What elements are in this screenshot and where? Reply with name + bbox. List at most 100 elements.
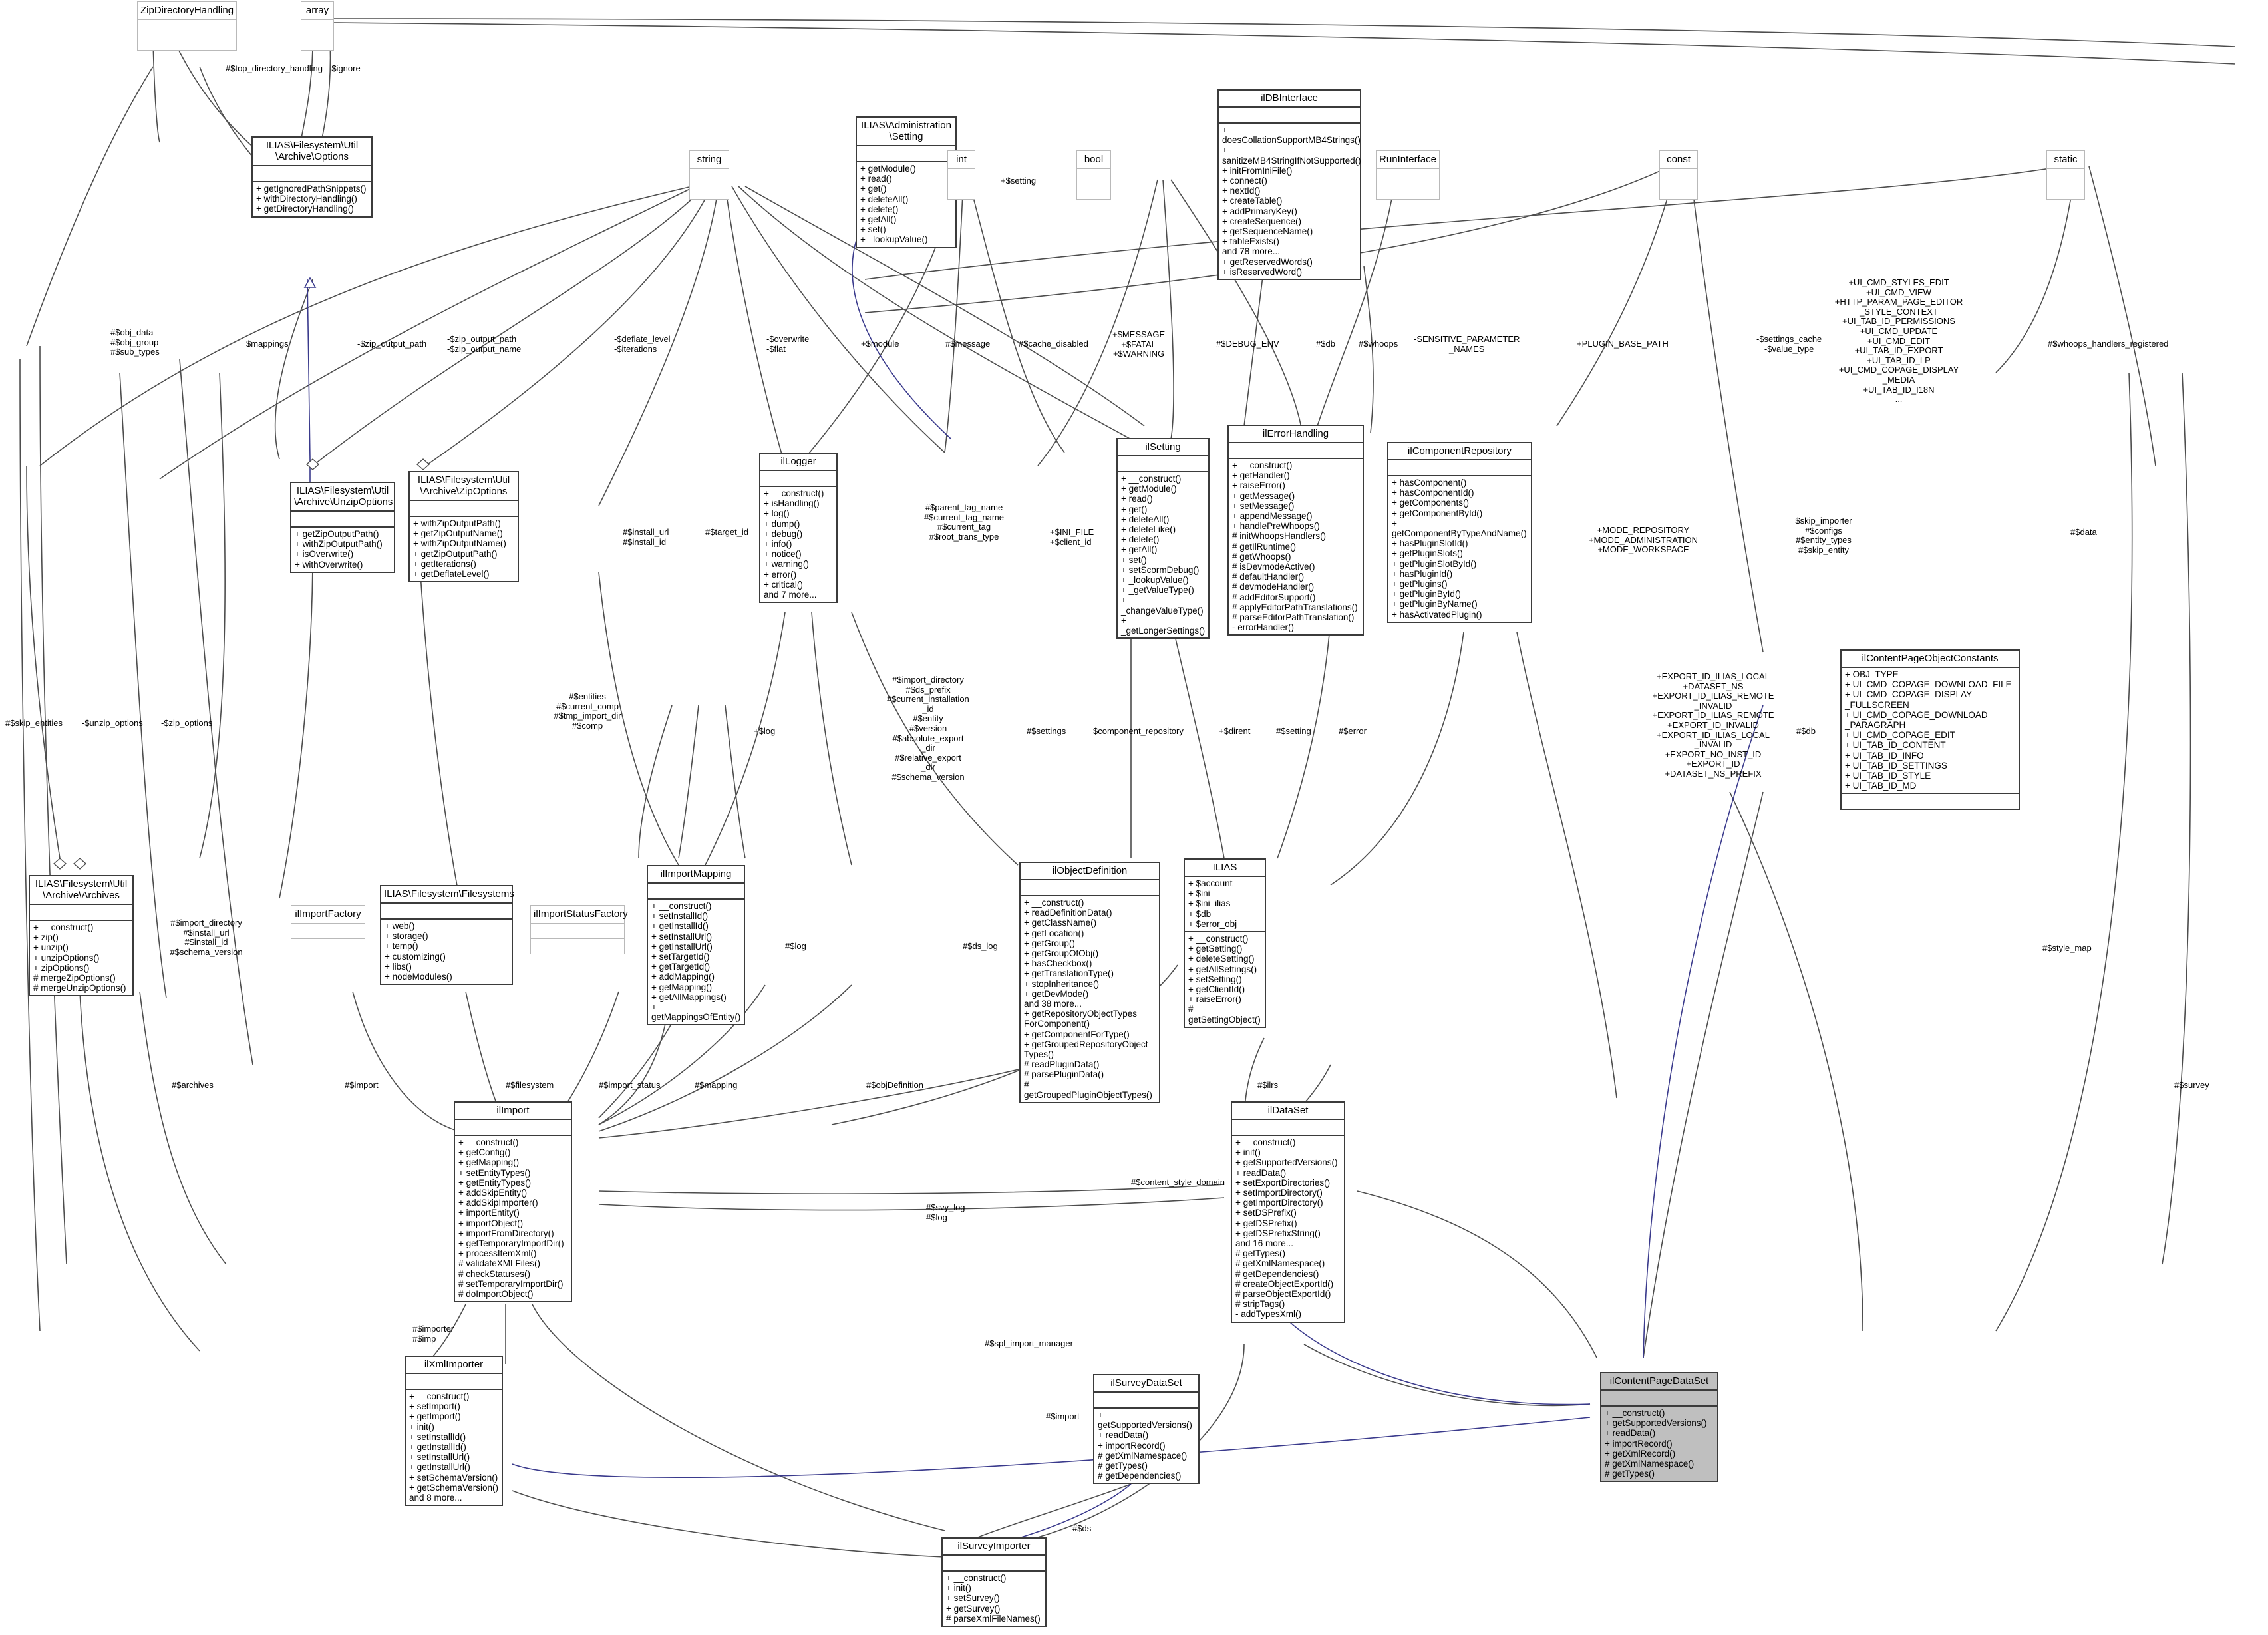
class-title: array (305, 5, 329, 16)
class-box-ilsurveydataset[interactable]: ilSurveyDataSet + getSupportedVersions()… (1093, 1374, 1200, 1485)
class-box-ilsetting[interactable]: ilSetting + __construct() + getModule() … (1116, 438, 1210, 639)
class-box-ilerrorhandling[interactable]: ilErrorHandling + __construct() + getHan… (1227, 425, 1364, 636)
operation: + __construct() (1121, 474, 1182, 484)
attribute: + $ini (1188, 888, 1210, 899)
edge-label: #$DEBUG_ENV (1216, 339, 1279, 349)
operation: + isOverwrite() (295, 549, 354, 560)
class-box-ildataset[interactable]: ilDataSet + __construct() + init() + get… (1231, 1101, 1345, 1323)
operation: # applyEditorPathTranslations() (1232, 602, 1358, 612)
class-operations: + __construct() + init() + getSupportedV… (1232, 1135, 1344, 1322)
operation: + getSupportedVersions() (1098, 1410, 1192, 1431)
operation: + get() (860, 184, 887, 194)
class-box-ilimportmapping[interactable]: ilImportMapping + __construct() + setIns… (647, 865, 745, 1026)
edge-label: #$import_directory #$ds_prefix #$current… (887, 675, 969, 782)
class-title: ilComponentRepository (1408, 445, 1512, 456)
class-box-archive-unzipoptions[interactable]: ILIAS\Filesystem\Util \Archive\UnzipOpti… (290, 482, 395, 573)
operation: + appendMessage() (1232, 511, 1313, 522)
class-box-bool[interactable]: bool (1076, 150, 1111, 200)
operation: + _changeValueType() (1121, 595, 1204, 616)
operation: + readDefinitionData() (1024, 908, 1112, 918)
class-title: ILIAS\Filesystem\Filesystems (384, 888, 514, 900)
class-box-ilias[interactable]: ILIAS + $account + $ini + $ini_ilias + $… (1184, 858, 1266, 1028)
edge-label: #$entities #$current_comp #$tmp_import_d… (554, 691, 621, 731)
class-title: ilDBInterface (1261, 92, 1318, 104)
operation: # doImportObject() (458, 1289, 534, 1300)
class-box-const[interactable]: const (1659, 150, 1698, 200)
operation: + setMessage() (1232, 500, 1295, 511)
edge-label: +UI_CMD_STYLES_EDIT +UI_CMD_VIEW +HTTP_P… (1834, 277, 1963, 405)
operation: + raiseError() (1232, 480, 1285, 491)
operation: + init() (946, 1583, 971, 1594)
attribute: + UI_TAB_ID_MD (1845, 781, 1917, 791)
operation: # parseObjectExportId() (1235, 1289, 1331, 1300)
operation: + read() (1121, 494, 1153, 504)
operation: + getPlugins() (1392, 579, 1448, 590)
operation: + processItemXml() (458, 1248, 537, 1259)
operation: + readData() (1098, 1430, 1149, 1441)
operation: + __construct() (1024, 898, 1084, 908)
edge-label: #$import (1046, 1411, 1080, 1421)
class-operations: + __construct() + setInstallId() + getIn… (648, 898, 744, 1024)
operation: + customizing() (385, 951, 446, 962)
operation: + getInstallUrl() (651, 941, 713, 952)
operation: + getZipOutputPath() (295, 529, 379, 539)
operation: + dump() (764, 518, 800, 529)
operation: + set() (1121, 554, 1147, 565)
class-operations: + __construct() + zip() + unzip() + unzi… (30, 920, 132, 995)
class-box-ilias-administration-setting[interactable]: ILIAS\Administration \Setting + getModul… (856, 116, 957, 248)
operation: + getSchemaVersion() (409, 1482, 498, 1493)
operation: + hasActivatedPlugin() (1392, 609, 1482, 620)
class-box-ilobjectdefinition[interactable]: ilObjectDefinition + __construct() + rea… (1019, 862, 1160, 1104)
operation: + withDirectoryHandling() (256, 194, 357, 204)
operation: + getImport() (409, 1411, 461, 1422)
edge-label: -$settings_cache -$value_type (1756, 334, 1822, 354)
class-box-ilias-filesystem-filesystems[interactable]: ILIAS\Filesystem\Filesystems + web() + s… (380, 885, 514, 986)
class-title: ilSetting (1145, 441, 1181, 453)
edge-label: #$install_url #$install_id (623, 527, 669, 547)
class-box-int[interactable]: int (947, 150, 975, 200)
class-box-ilimportfactory[interactable]: ilImportFactory (291, 905, 365, 954)
class-box-archive-zipoptions[interactable]: ILIAS\Filesystem\Util \Archive\ZipOption… (408, 471, 519, 583)
class-box-illogger[interactable]: ilLogger + __construct() + isHandling() … (759, 453, 838, 604)
class-box-archive-options[interactable]: ILIAS\Filesystem\Util \Archive\Options +… (251, 136, 373, 218)
operation: + _getValueType() (1121, 585, 1194, 596)
operation: + unzipOptions() (33, 952, 100, 963)
operation: + initFromIniFile() (1222, 165, 1293, 176)
class-attributes (291, 923, 365, 938)
class-box-string[interactable]: string (689, 150, 729, 200)
class-title: ILIAS\Filesystem\Util \Archive\ZipOption… (417, 474, 510, 497)
class-box-ilcomponentrepository[interactable]: ilComponentRepository + hasComponent() +… (1387, 442, 1532, 623)
class-box-ilimportstatusfactory[interactable]: ilImportStatusFactory (530, 905, 628, 954)
operation: + readData() (1235, 1167, 1287, 1178)
edge-label: -$ignore (329, 63, 361, 73)
attribute: + $account (1188, 878, 1233, 888)
class-box-zipdirectoryhandling[interactable]: ZipDirectoryHandling (137, 1, 237, 51)
class-box-runinterface[interactable]: RunInterface (1376, 150, 1440, 200)
class-operations: + __construct() + getConfig() + getMappi… (455, 1135, 571, 1301)
class-operations (291, 938, 365, 954)
attribute: + UI_TAB_ID_CONTENT (1845, 740, 1946, 751)
operation: + isHandling() (764, 498, 820, 509)
edge-label: #$import_status (599, 1080, 661, 1090)
edge-label: #$ds (1072, 1523, 1092, 1533)
operation: + getComponents() (1392, 498, 1469, 508)
class-box-ilxmlimporter[interactable]: ilXmlImporter + __construct() + setImpor… (405, 1356, 503, 1507)
class-box-ildbinterface[interactable]: ilDBInterface + doesCollationSupportMB4S… (1217, 89, 1361, 281)
class-box-array[interactable]: array (301, 1, 334, 51)
class-operations (301, 35, 333, 50)
class-title: ilLogger (780, 456, 816, 467)
class-box-ilsurveyimporter[interactable]: ilSurveyImporter + __construct() + init(… (941, 1537, 1047, 1628)
class-box-static[interactable]: static (2046, 150, 2085, 200)
class-box-archive-archives[interactable]: ILIAS\Filesystem\Util \Archive\Archives … (29, 875, 134, 997)
edge-label: +$module (861, 339, 899, 349)
operation: + hasPluginSlotId() (1392, 538, 1468, 549)
class-title: ilErrorHandling (1262, 428, 1329, 439)
class-box-ilcontentpagedataset[interactable]: ilContentPageDataSet + __construct() + g… (1600, 1372, 1718, 1483)
edge-label: #$ds_log (963, 941, 998, 951)
class-box-ilcontentpageobjectconstants[interactable]: ilContentPageObjectConstants + OBJ_TYPE … (1840, 649, 2020, 811)
edge-label: #$cache_disabled (1019, 339, 1088, 349)
operation: + importRecord() (1605, 1438, 1673, 1449)
edge-label: #$ilrs (1257, 1080, 1279, 1090)
class-box-ilimport[interactable]: ilImport + __construct() + getConfig() +… (454, 1101, 572, 1303)
